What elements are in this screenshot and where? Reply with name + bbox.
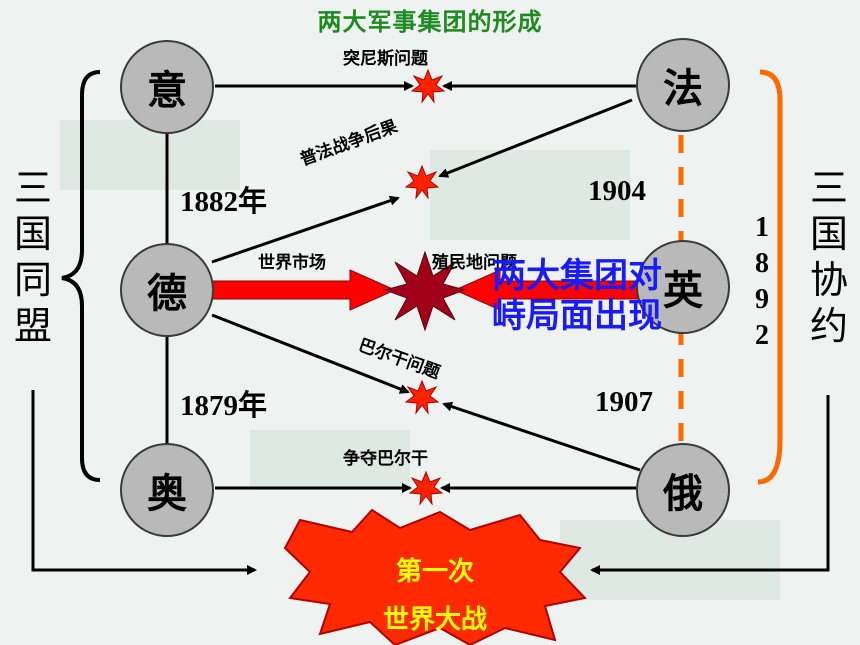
background-patch	[430, 150, 630, 240]
label-contest-balkan: 争夺巴尔干	[343, 449, 428, 469]
war-label: 第一次 世界大战	[382, 557, 487, 635]
page-title: 两大军事集团的形成	[317, 8, 543, 36]
node-austria: 奥	[120, 443, 214, 537]
right-bracket	[757, 69, 783, 485]
arrow-france-war-result	[438, 98, 633, 178]
node-britain: 英	[636, 240, 730, 334]
label-world-market: 世界市场	[258, 253, 326, 273]
confrontation-overlay: 两大集团对 峙局面出现	[492, 256, 662, 336]
node-france: 法	[636, 38, 730, 132]
arrow-entente-war	[590, 395, 830, 575]
label-morocco: 突尼斯问题	[343, 49, 428, 69]
explosion-icon	[408, 470, 444, 506]
node-russia: 俄	[636, 443, 730, 537]
node-germany: 德	[120, 243, 214, 337]
node-italy: 意	[120, 40, 214, 134]
year-1892: 1 8 9 2	[755, 212, 769, 351]
arrow-russia-balkan	[442, 401, 641, 472]
year-1907: 1907	[595, 386, 653, 418]
explosion-icon	[404, 164, 440, 200]
arrow-germany-balkan	[211, 313, 410, 394]
year-1882: 1882年	[180, 186, 268, 218]
background-patch	[60, 120, 240, 190]
arrow-alliance-war	[31, 390, 257, 575]
year-1904: 1904	[588, 175, 646, 207]
label-colonial: 殖民地问题	[432, 253, 517, 273]
big-arrow-britain-center	[453, 269, 641, 311]
big-arrow-germany-center	[211, 269, 397, 311]
center-burst-icon	[383, 250, 467, 332]
left-brace	[61, 70, 101, 482]
triple-alliance-label: 三 国 同 盟	[13, 166, 52, 348]
explosion-icon	[410, 68, 446, 104]
war-burst-icon	[283, 508, 587, 645]
year-1879: 1879年	[180, 390, 268, 422]
explosion-icon	[404, 379, 440, 415]
background-patch	[250, 430, 410, 490]
arrow-germany-war-result	[211, 195, 400, 264]
triple-entente-label: 三 国 协 约	[809, 166, 848, 348]
